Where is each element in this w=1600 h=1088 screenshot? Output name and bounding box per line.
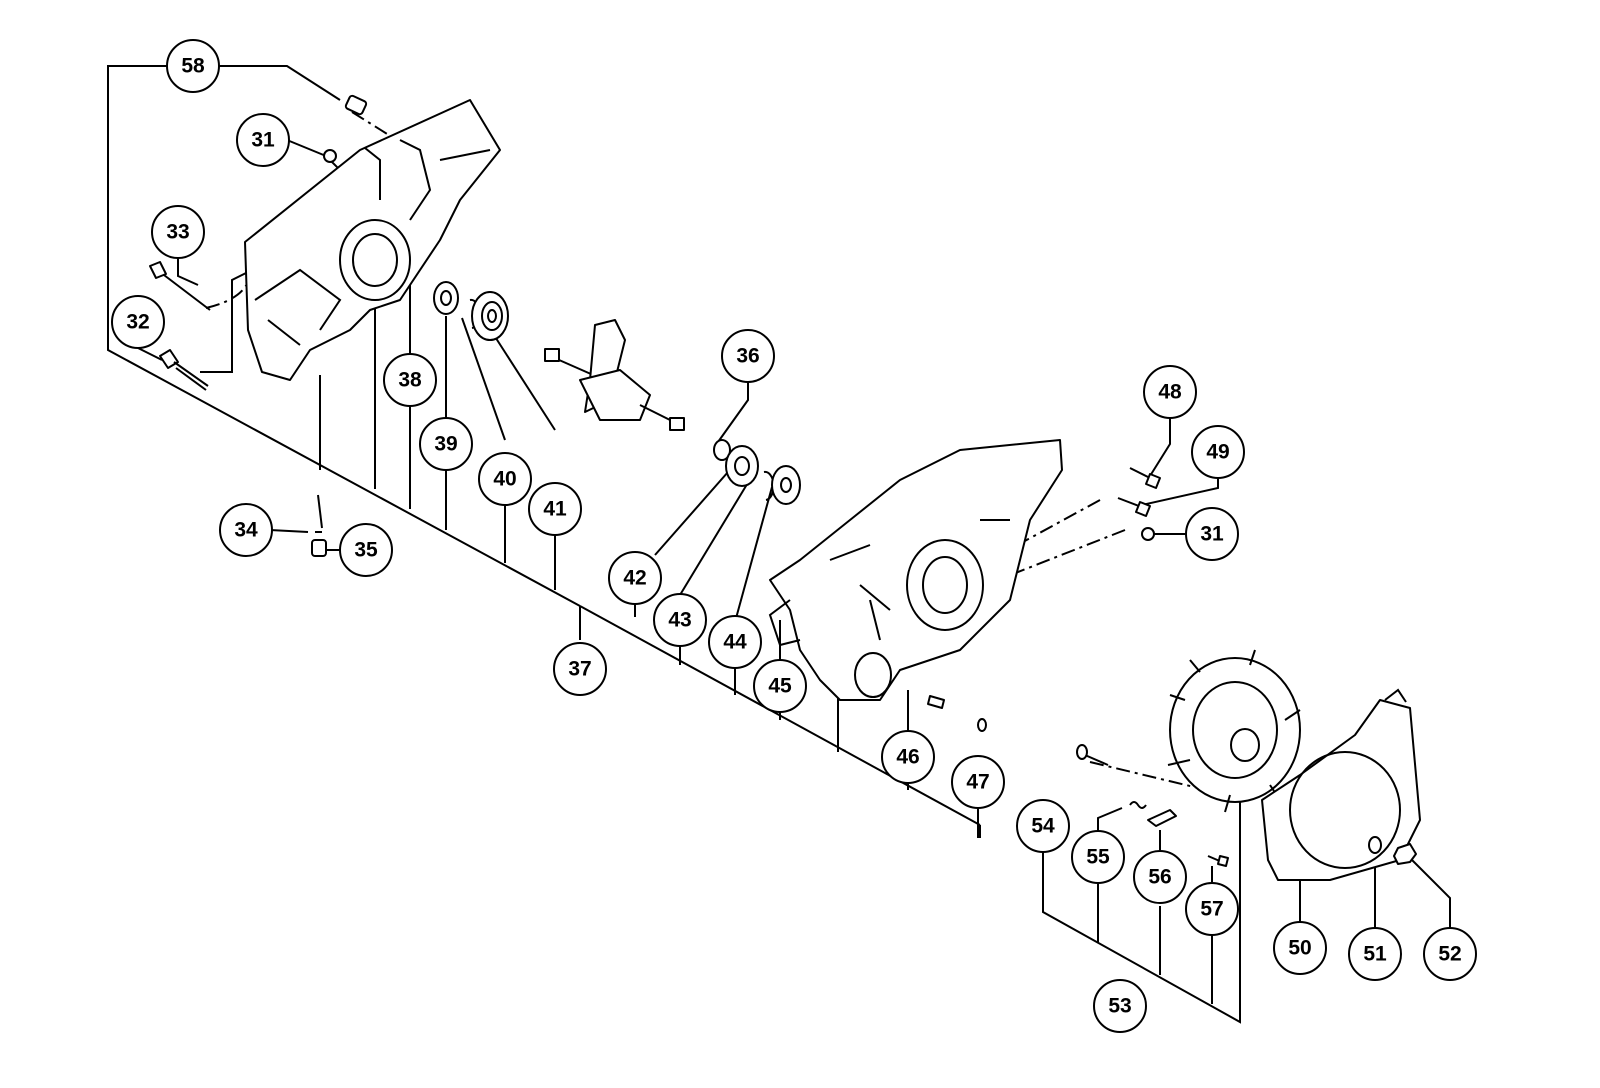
crankshaft-part [544,319,685,431]
callout-35: 35 [339,523,393,577]
callout-44: 44 [708,615,762,669]
callout-54: 54 [1016,799,1070,853]
fitting-part-35 [311,494,327,557]
callout-38: 38 [383,353,437,407]
svg-text:42: 42 [623,567,646,590]
fan-cover-part-50 [1261,688,1421,881]
callout-45: 45 [753,659,807,713]
svg-text:47: 47 [966,771,989,794]
right-crankcase-housing [768,439,1063,701]
callout-42: 42 [608,551,662,605]
bearing-part-41 [471,291,509,341]
callout-43: 43 [653,593,707,647]
callout-34: 34 [219,503,273,557]
svg-text:43: 43 [668,609,691,632]
pawl-part-56 [1147,809,1177,827]
screw-part-57 [1207,855,1229,867]
callout-52: 52 [1423,927,1477,981]
callout-56: 56 [1133,850,1187,904]
washer-part-44 [771,465,801,505]
svg-text:40: 40 [493,468,516,491]
svg-text:49: 49 [1206,441,1229,464]
svg-text:51: 51 [1363,943,1387,966]
svg-text:35: 35 [354,539,378,562]
svg-text:37: 37 [568,658,591,681]
plug-part-31b [1141,527,1155,541]
sleeve-part-58 [344,94,368,116]
callout-58: 58 [166,39,220,93]
callout-57: 57 [1185,882,1239,936]
callout-49: 49 [1191,425,1245,479]
plug-part-31a [323,149,337,163]
callout-47: 47 [951,755,1005,809]
svg-text:38: 38 [398,369,422,392]
pin-part-46 [927,695,945,709]
callout-31: 31 [236,113,290,167]
callout-bubbles: 58 31 33 32 38 39 40 41 34 35 37 36 42 4… [111,39,1477,1033]
oring-part-47 [977,718,987,732]
svg-text:32: 32 [126,311,149,334]
bolt-part-32 [159,349,209,391]
callout-37: 37 [553,642,607,696]
ring-part-36 [713,439,731,461]
svg-text:53: 53 [1108,995,1131,1018]
callout-41: 41 [528,482,582,536]
nut-part-52 [1393,843,1417,865]
svg-text:50: 50 [1288,937,1311,960]
bolt-part-49 [1117,497,1151,517]
svg-text:55: 55 [1086,846,1110,869]
svg-text:36: 36 [736,345,759,368]
callout-31-right: 31 [1185,507,1239,561]
callout-50: 50 [1273,921,1327,975]
callout-53: 53 [1093,979,1147,1033]
callout-32: 32 [111,295,165,349]
callout-55: 55 [1071,830,1125,884]
spring-part-55 [1129,801,1147,809]
svg-text:44: 44 [723,631,747,654]
callout-36: 36 [721,329,775,383]
svg-text:45: 45 [768,675,792,698]
bolt-part-48 [1129,467,1161,489]
svg-text:57: 57 [1200,898,1223,921]
svg-text:52: 52 [1438,943,1461,966]
leader-lines [107,65,1451,1024]
bolt-part-33 [149,261,211,311]
callout-48: 48 [1143,365,1197,419]
callout-46: 46 [881,730,935,784]
svg-text:39: 39 [434,433,457,456]
svg-text:31: 31 [251,129,275,152]
svg-text:31: 31 [1200,523,1224,546]
svg-text:46: 46 [896,746,919,769]
svg-text:58: 58 [181,55,205,78]
svg-text:54: 54 [1031,815,1055,838]
svg-text:48: 48 [1158,381,1182,404]
spring-part-54 [1076,744,1088,760]
callout-51: 51 [1348,927,1402,981]
bearing-part-42 [725,445,759,487]
svg-text:33: 33 [166,221,189,244]
callout-33: 33 [151,205,205,259]
svg-text:34: 34 [234,519,258,542]
svg-text:41: 41 [543,498,567,521]
washer-part-51 [1368,836,1382,854]
svg-text:56: 56 [1148,866,1171,889]
part-drawings [149,94,1421,881]
left-crankcase-housing [244,99,501,381]
washer-part-39 [433,281,459,315]
callout-40: 40 [478,452,532,506]
callout-39: 39 [419,417,473,471]
